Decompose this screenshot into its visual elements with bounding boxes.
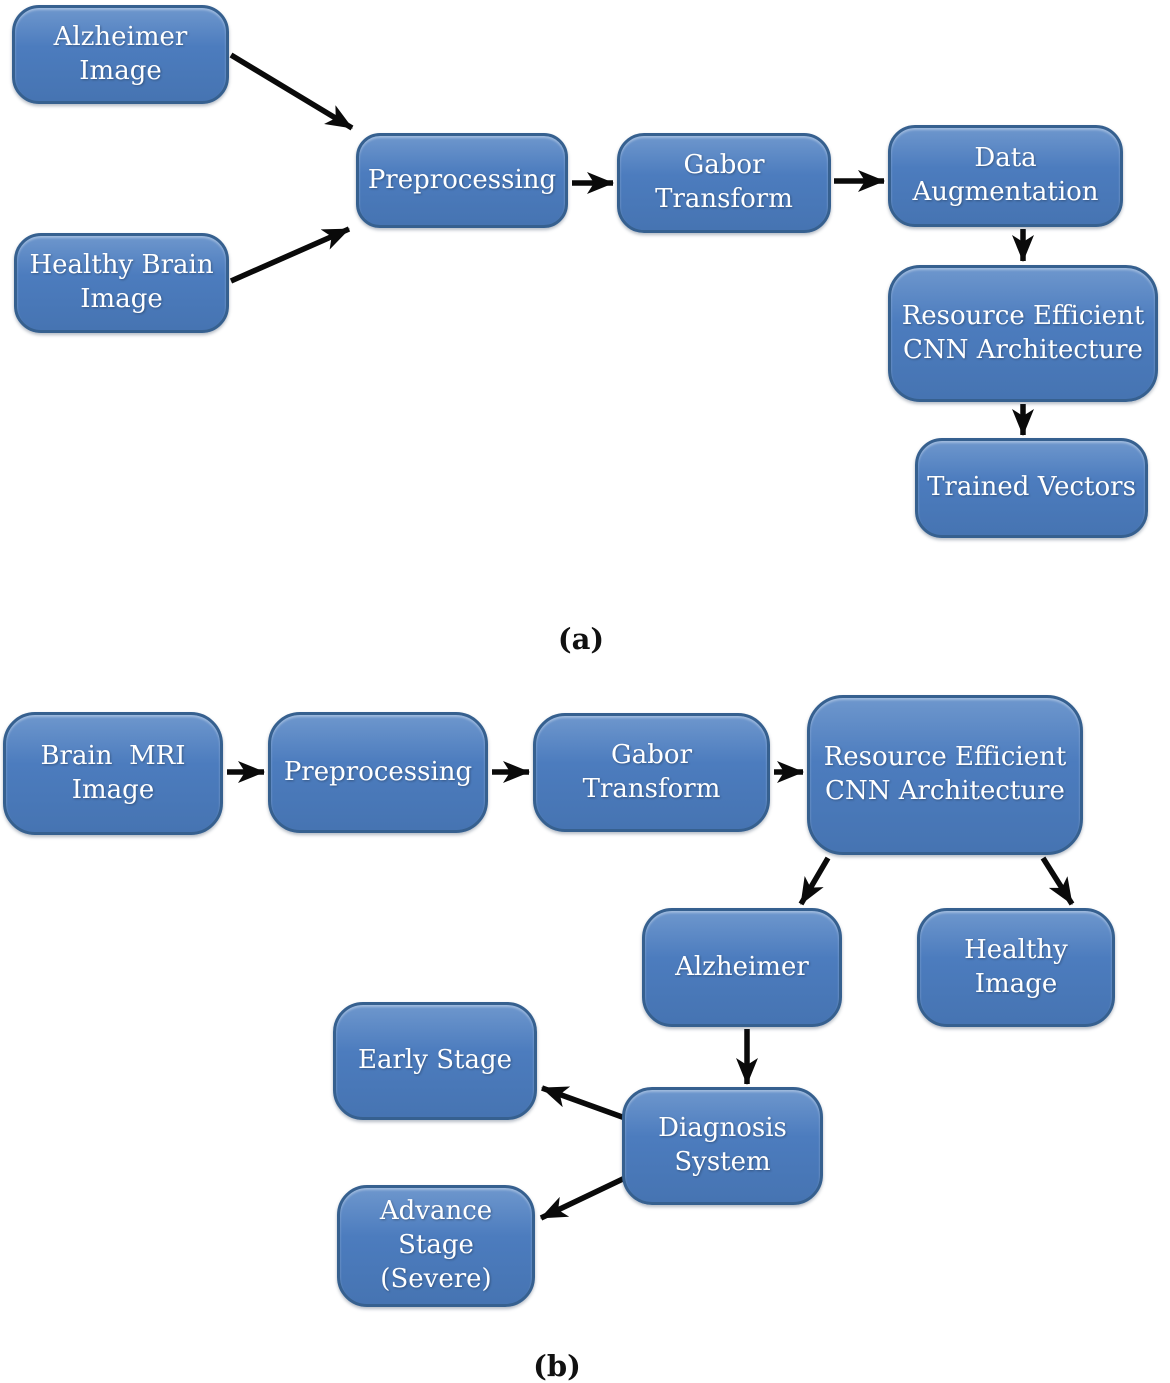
node-alzheimer: Alzheimer [642,908,842,1027]
arrow-cnn-to-healthy-image [1040,856,1075,906]
node-trained-vectors: Trained Vectors [915,438,1148,538]
node-healthy-image: Healthy Image [917,908,1115,1027]
arrow-healthy-brain-to-preprocessing [229,226,351,284]
node-resource-efficient-cnn-a: Resource Efficient CNN Architecture [888,265,1158,402]
node-early-stage: Early Stage [333,1002,537,1120]
arrow-alzheimer-image-to-preprocessing [229,52,354,131]
node-alzheimer-image: Alzheimer Image [12,5,229,104]
arrow-diagnosis-to-advance-stage [539,1174,629,1221]
node-gabor-transform-b: Gabor Transform [533,713,770,832]
node-data-augmentation: Data Augmentation [888,125,1123,227]
arrow-cnn-to-alzheimer [798,856,831,906]
node-brain-mri-image: Brain MRI Image [3,712,223,835]
node-preprocessing-a: Preprocessing [356,133,568,228]
node-diagnosis-system: Diagnosis System [622,1087,823,1205]
panel-a-caption: (a) [557,622,605,656]
node-gabor-transform-a: Gabor Transform [617,133,831,233]
panel-b-caption: (b) [533,1349,581,1383]
node-resource-efficient-cnn-b: Resource Efficient CNN Architecture [807,695,1083,855]
node-healthy-brain-image: Healthy Brain Image [14,233,229,333]
node-preprocessing-b: Preprocessing [268,712,488,833]
arrow-diagnosis-to-early-stage [541,1085,626,1121]
node-advance-stage-severe: Advance Stage (Severe) [337,1185,535,1307]
